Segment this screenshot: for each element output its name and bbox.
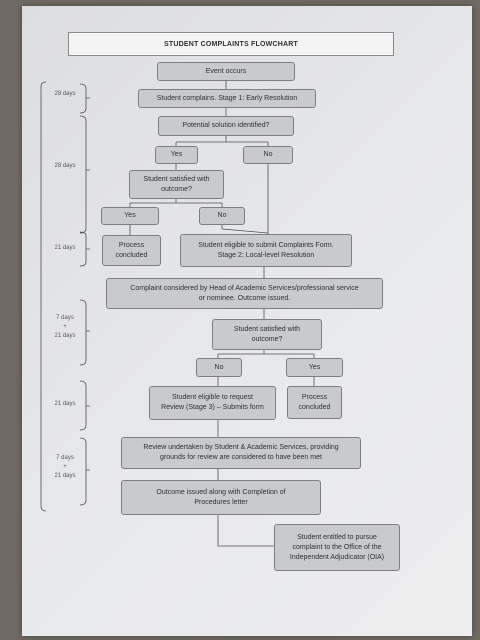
timeline-7-plus-21-days-2: 7 days + 21 days bbox=[54, 455, 76, 479]
timeline-21-days-2: 21 days bbox=[54, 401, 76, 407]
complaint-considered-box: Complaint considered by Head of Academic… bbox=[106, 278, 383, 309]
student-satisfied-box-2: Student satisfied with outcome? bbox=[212, 319, 322, 350]
process-concluded-box-2: Process concluded bbox=[287, 386, 342, 419]
no-box-2: No bbox=[199, 207, 245, 225]
flowchart-title: STUDENT COMPLAINTS FLOWCHART bbox=[68, 32, 394, 56]
yes-box-3: Yes bbox=[286, 358, 343, 377]
outcome-issued-box: Outcome issued along with Completion of … bbox=[121, 480, 321, 515]
potential-solution-box: Potential solution identified? bbox=[158, 116, 294, 136]
timeline-28-days-1: 28 days bbox=[54, 91, 76, 97]
no-box-3: No bbox=[196, 358, 242, 377]
timeline-7-plus-21-days-1: 7 days + 21 days bbox=[54, 315, 76, 339]
review-undertaken-box: Review undertaken by Student & Academic … bbox=[121, 437, 361, 469]
yes-box-1: Yes bbox=[155, 146, 198, 164]
process-concluded-box-1: Process concluded bbox=[102, 235, 161, 266]
no-box-1: No bbox=[243, 146, 293, 164]
stage2-local-resolution-box: Student eligible to submit Complaints Fo… bbox=[180, 234, 352, 267]
review-request-box: Student eligible to request Review (Stag… bbox=[149, 386, 276, 420]
stage1-early-resolution-box: Student complains. Stage 1: Early Resolu… bbox=[138, 89, 316, 108]
event-occurs-box: Event occurs bbox=[157, 62, 295, 81]
student-satisfied-box-1: Student satisfied with outcome? bbox=[129, 170, 224, 199]
oia-box: Student entitled to pursue complaint to … bbox=[274, 524, 400, 571]
timeline-28-days-2: 28 days bbox=[54, 163, 76, 169]
timeline-21-days-1: 21 days bbox=[54, 245, 76, 251]
yes-box-2: Yes bbox=[101, 207, 159, 225]
